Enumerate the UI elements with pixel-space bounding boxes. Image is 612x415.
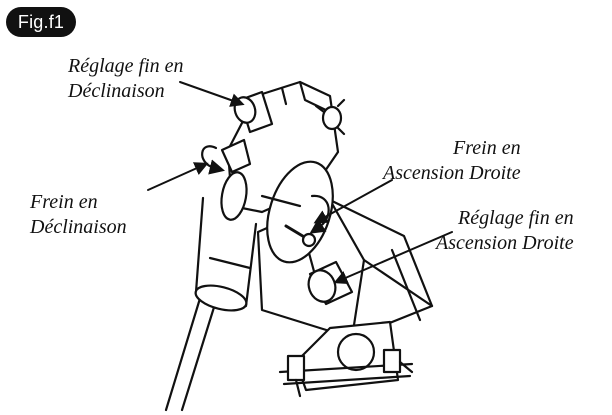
label-ra-fine-line-1: Réglage fin en bbox=[458, 207, 574, 229]
label-dec-fine-line-1: Réglage fin en bbox=[68, 55, 184, 77]
figure-badge: Fig.f1 bbox=[6, 7, 76, 37]
ra-lock-lever bbox=[284, 194, 330, 248]
leader-ra-fine bbox=[333, 231, 453, 284]
label-ra-fine-adjust: Réglage fin en Ascension Droite bbox=[436, 206, 574, 256]
label-dec-fine-adjust: Réglage fin en Déclinaison bbox=[68, 54, 184, 104]
declination-top-knob bbox=[314, 98, 346, 136]
declination-housing bbox=[194, 196, 258, 312]
label-ra-lock-line-1: Frein en bbox=[453, 137, 521, 159]
label-dec-lock-line-1: Frein en bbox=[30, 191, 98, 213]
label-ra-lock: Frein en Ascension Droite bbox=[383, 136, 521, 186]
declination-lock-lever bbox=[201, 138, 252, 175]
leader-lines bbox=[147, 81, 453, 284]
leader-ra-lock bbox=[313, 179, 393, 224]
figure-badge-text: Fig.f1 bbox=[17, 11, 65, 32]
label-dec-lock-line-2: Déclinaison bbox=[30, 216, 127, 238]
axis-collar bbox=[260, 160, 334, 264]
label-dec-fine-line-2: Déclinaison bbox=[68, 80, 165, 102]
label-dec-lock: Frein en Déclinaison bbox=[30, 190, 127, 240]
leader-dec-lock bbox=[147, 162, 209, 191]
label-ra-lock-line-2: Ascension Droite bbox=[383, 162, 521, 184]
leader-dec-fine bbox=[179, 81, 245, 107]
mount-base bbox=[278, 320, 414, 398]
label-ra-fine-line-2: Ascension Droite bbox=[436, 232, 574, 254]
